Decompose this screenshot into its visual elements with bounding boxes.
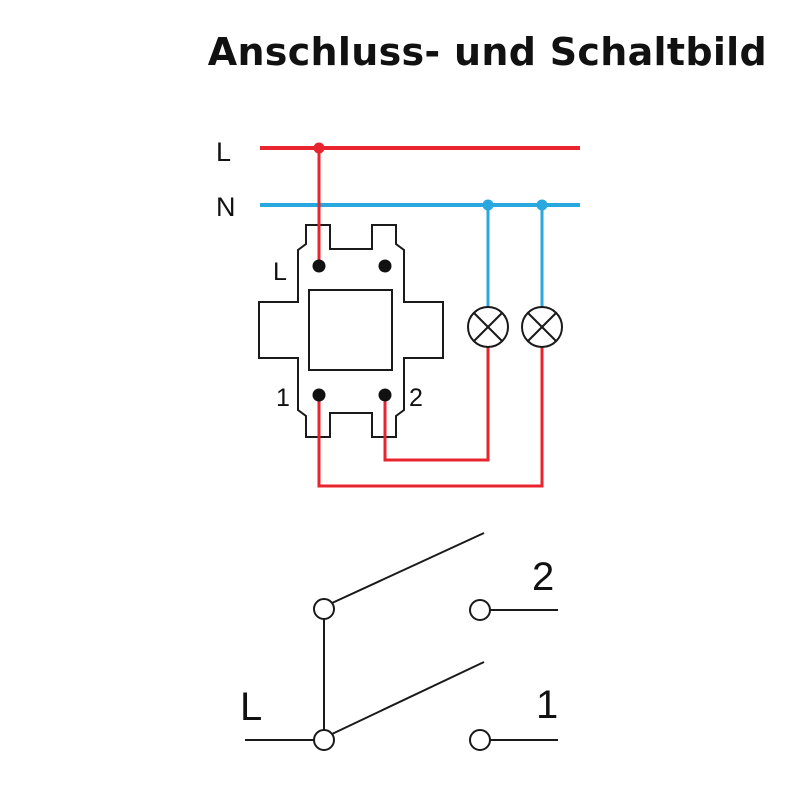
phase-junction-dot [313, 142, 325, 154]
output-1-wire [317, 347, 544, 488]
terminal-dot-2 [378, 388, 392, 402]
open-contact-circle-icon [469, 599, 491, 621]
neutral-junction-dot-left [482, 199, 494, 211]
output-2-wire [383, 347, 490, 462]
terminal-label-2: 2 [409, 384, 423, 412]
lamp-icon [467, 306, 509, 348]
neutral-junction-dot-right [536, 199, 548, 211]
schematic-output-label-1: 1 [536, 683, 558, 727]
open-contact-circle-icon [313, 729, 335, 751]
phase-rail-label: L [216, 137, 231, 167]
switch-housing-outline [258, 224, 444, 438]
terminal-dot-input [312, 259, 326, 273]
terminal-dot-1 [312, 388, 326, 402]
lamp-icon [521, 306, 563, 348]
switch-rocker-square [308, 289, 393, 371]
switch-schematic [245, 532, 558, 741]
open-contact-circle-icon [469, 729, 491, 751]
terminal-dot-unused [378, 259, 392, 273]
terminal-label-input: L [273, 258, 287, 286]
schematic-output-label-2: 2 [532, 555, 554, 599]
schematic-input-label: L [240, 685, 262, 729]
schematic-blade-upper [331, 532, 485, 604]
page-title: Anschluss- und Schaltbild [207, 30, 767, 74]
open-contact-circle-icon [313, 598, 335, 620]
terminal-label-1: 1 [276, 384, 290, 412]
schematic-blade-lower [331, 661, 485, 735]
neutral-rail-label: N [216, 192, 236, 222]
